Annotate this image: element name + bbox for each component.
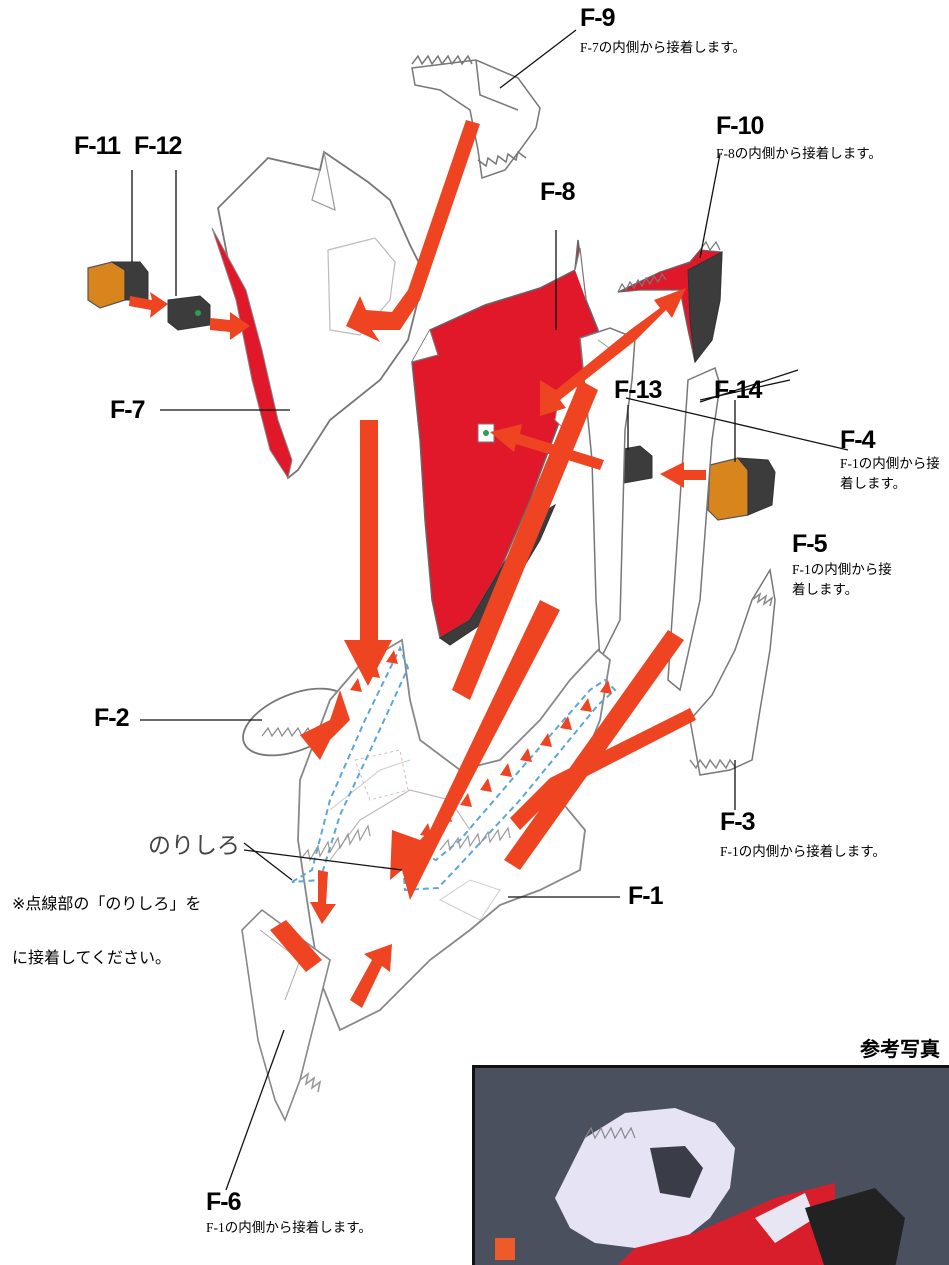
label-f12: F-12: [134, 132, 182, 160]
part-f7-shape: [211, 150, 421, 480]
label-f13: F-13: [614, 376, 662, 404]
label-f4: F-4: [840, 426, 875, 454]
label-f8: F-8: [540, 178, 575, 206]
glue-tab-outlines: [291, 645, 617, 892]
label-f5: F-5: [792, 530, 827, 558]
part-f14-shape: [707, 457, 776, 521]
leader-lines: [131, 29, 849, 1191]
label-f10: F-10: [716, 112, 764, 140]
label-f2: F-2: [94, 704, 129, 732]
label-f6: F-6: [206, 1188, 241, 1216]
part-f5-shape: [667, 366, 721, 692]
note-f10: F-8の内側から接着します。: [716, 146, 882, 161]
note-f9: F-7の内側から接着します。: [580, 40, 746, 55]
label-f9: F-9: [580, 4, 615, 32]
assembly-arrows: [129, 120, 706, 1008]
label-f7: F-7: [110, 396, 145, 424]
reference-photo-drawing: [475, 1068, 949, 1265]
instruction-line-1: ※点線部の「のりしろ」を: [12, 894, 202, 913]
part-f9-shape: [411, 54, 541, 180]
note-f3: F-1の内側から接着します。: [720, 844, 886, 859]
norishiro-label: のりしろ: [148, 833, 240, 859]
part-f11-shape: [87, 261, 149, 309]
part-f1-shape: [297, 638, 611, 1032]
reference-photo: [472, 1065, 949, 1265]
note-f6: F-1の内側から接着します。: [206, 1220, 372, 1235]
note-f5: F-1の内側から接着します。: [792, 562, 892, 597]
label-f14: F-14: [714, 376, 762, 404]
part-f10-shape: [617, 240, 723, 364]
label-f1: F-1: [628, 882, 663, 910]
note-f4: F-1の内側から接着します。: [840, 456, 940, 491]
f5-leader: [699, 379, 791, 401]
label-f11: F-11: [74, 132, 121, 160]
reference-photo-title: 参考写真: [860, 1037, 940, 1061]
part-f12-shape: [167, 295, 211, 331]
label-f3: F-3: [720, 808, 755, 836]
instruction-line-2: に接着してください。: [12, 948, 172, 967]
part-f3-shape: [689, 567, 776, 776]
f1-teeth: [299, 824, 511, 862]
